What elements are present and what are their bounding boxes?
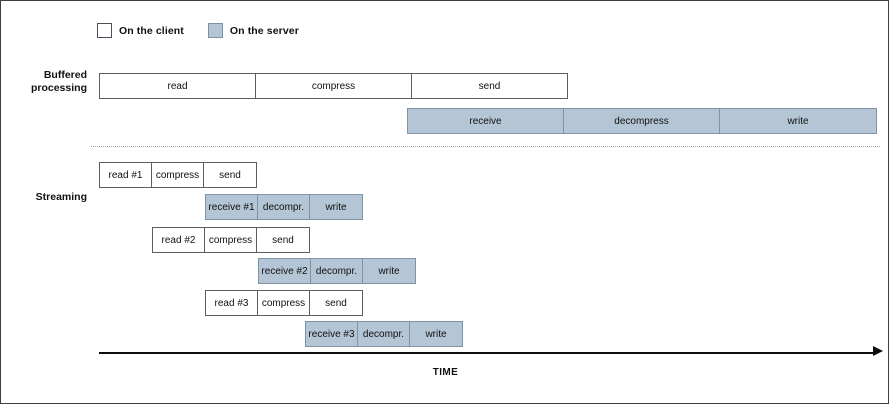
legend-label-server: On the server bbox=[229, 24, 299, 37]
block-write-3: write bbox=[409, 321, 463, 347]
section-label-buffered: Buffered processing bbox=[5, 69, 87, 95]
block-compress-1: compress bbox=[151, 162, 204, 188]
streaming-row-1-client: read #1 compress send bbox=[99, 162, 257, 188]
time-axis-arrow-icon bbox=[873, 346, 883, 356]
block-compress-3: compress bbox=[257, 290, 310, 316]
section-label-buffered-line1: Buffered bbox=[43, 69, 87, 81]
block-receive-3: receive #3 bbox=[305, 321, 358, 347]
legend-item-server: On the server bbox=[207, 23, 299, 38]
block-read-3: read #3 bbox=[205, 290, 258, 316]
block-send-1: send bbox=[203, 162, 257, 188]
legend-label-client: On the client bbox=[119, 24, 184, 37]
block-write-1: write bbox=[309, 194, 363, 220]
client-swatch-icon bbox=[97, 23, 112, 38]
buffered-client-row: read compress send bbox=[99, 73, 568, 99]
streaming-row-2-server: receive #2 decompr. write bbox=[258, 258, 416, 284]
block-compress-2: compress bbox=[204, 227, 257, 253]
time-axis-label: TIME bbox=[432, 367, 459, 378]
block-decompr-1: decompr. bbox=[257, 194, 310, 220]
streaming-row-3-client: read #3 compress send bbox=[205, 290, 363, 316]
block-receive-2: receive #2 bbox=[258, 258, 311, 284]
section-label-buffered-line2: processing bbox=[30, 82, 87, 95]
block-send: send bbox=[411, 73, 568, 99]
block-send-3: send bbox=[309, 290, 363, 316]
block-decompress: decompress bbox=[563, 108, 720, 134]
legend: On the client On the server bbox=[97, 23, 299, 38]
block-compress: compress bbox=[255, 73, 412, 99]
legend-item-client: On the client bbox=[97, 23, 184, 38]
section-label-streaming: Streaming bbox=[35, 191, 87, 203]
block-decompr-3: decompr. bbox=[357, 321, 410, 347]
section-divider bbox=[91, 146, 880, 147]
streaming-row-1-server: receive #1 decompr. write bbox=[205, 194, 363, 220]
streaming-row-3-server: receive #3 decompr. write bbox=[305, 321, 463, 347]
block-read-1: read #1 bbox=[99, 162, 152, 188]
block-receive: receive bbox=[407, 108, 564, 134]
time-axis-line bbox=[99, 352, 877, 354]
block-send-2: send bbox=[256, 227, 310, 253]
buffered-server-row: receive decompress write bbox=[407, 108, 877, 134]
block-write-2: write bbox=[362, 258, 416, 284]
block-receive-1: receive #1 bbox=[205, 194, 258, 220]
streaming-row-2-client: read #2 compress send bbox=[152, 227, 310, 253]
block-read: read bbox=[99, 73, 256, 99]
block-write: write bbox=[719, 108, 877, 134]
block-read-2: read #2 bbox=[152, 227, 205, 253]
server-swatch-icon bbox=[207, 23, 223, 38]
block-decompr-2: decompr. bbox=[310, 258, 363, 284]
